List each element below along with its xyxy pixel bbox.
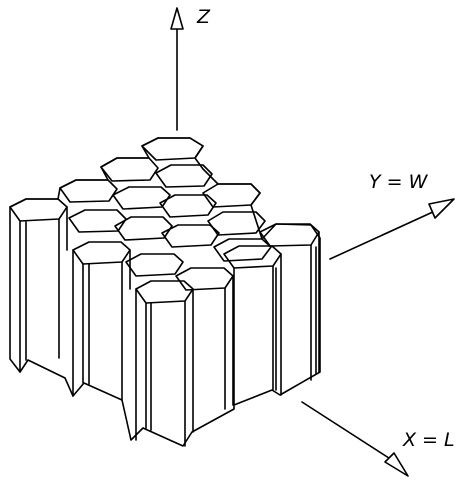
z-axis — [170, 7, 184, 131]
hex-cell — [112, 186, 171, 210]
y-axis — [329, 198, 455, 260]
hex-cell — [125, 253, 184, 277]
hex-cell — [259, 223, 320, 247]
y-axis-label: Y = W — [369, 171, 428, 193]
hex-cell — [155, 164, 213, 188]
hex-cell — [135, 280, 194, 304]
y-axis-arrowhead — [428, 198, 455, 219]
honeycomb-block — [9, 137, 321, 447]
hex-cell — [161, 224, 220, 248]
x-axis — [301, 401, 409, 477]
block-outline — [9, 137, 321, 447]
z-axis-arrowhead — [170, 7, 184, 30]
hex-cell — [72, 241, 131, 265]
hex-cell — [223, 245, 282, 269]
x-axis-arrowhead — [384, 452, 409, 477]
hex-cell — [114, 216, 173, 241]
hex-cell — [213, 238, 272, 262]
hex-cell — [175, 267, 234, 291]
z-axis-label: Z — [197, 6, 211, 28]
hex-cell — [159, 194, 217, 218]
x-axis-label: X = L — [403, 429, 455, 451]
